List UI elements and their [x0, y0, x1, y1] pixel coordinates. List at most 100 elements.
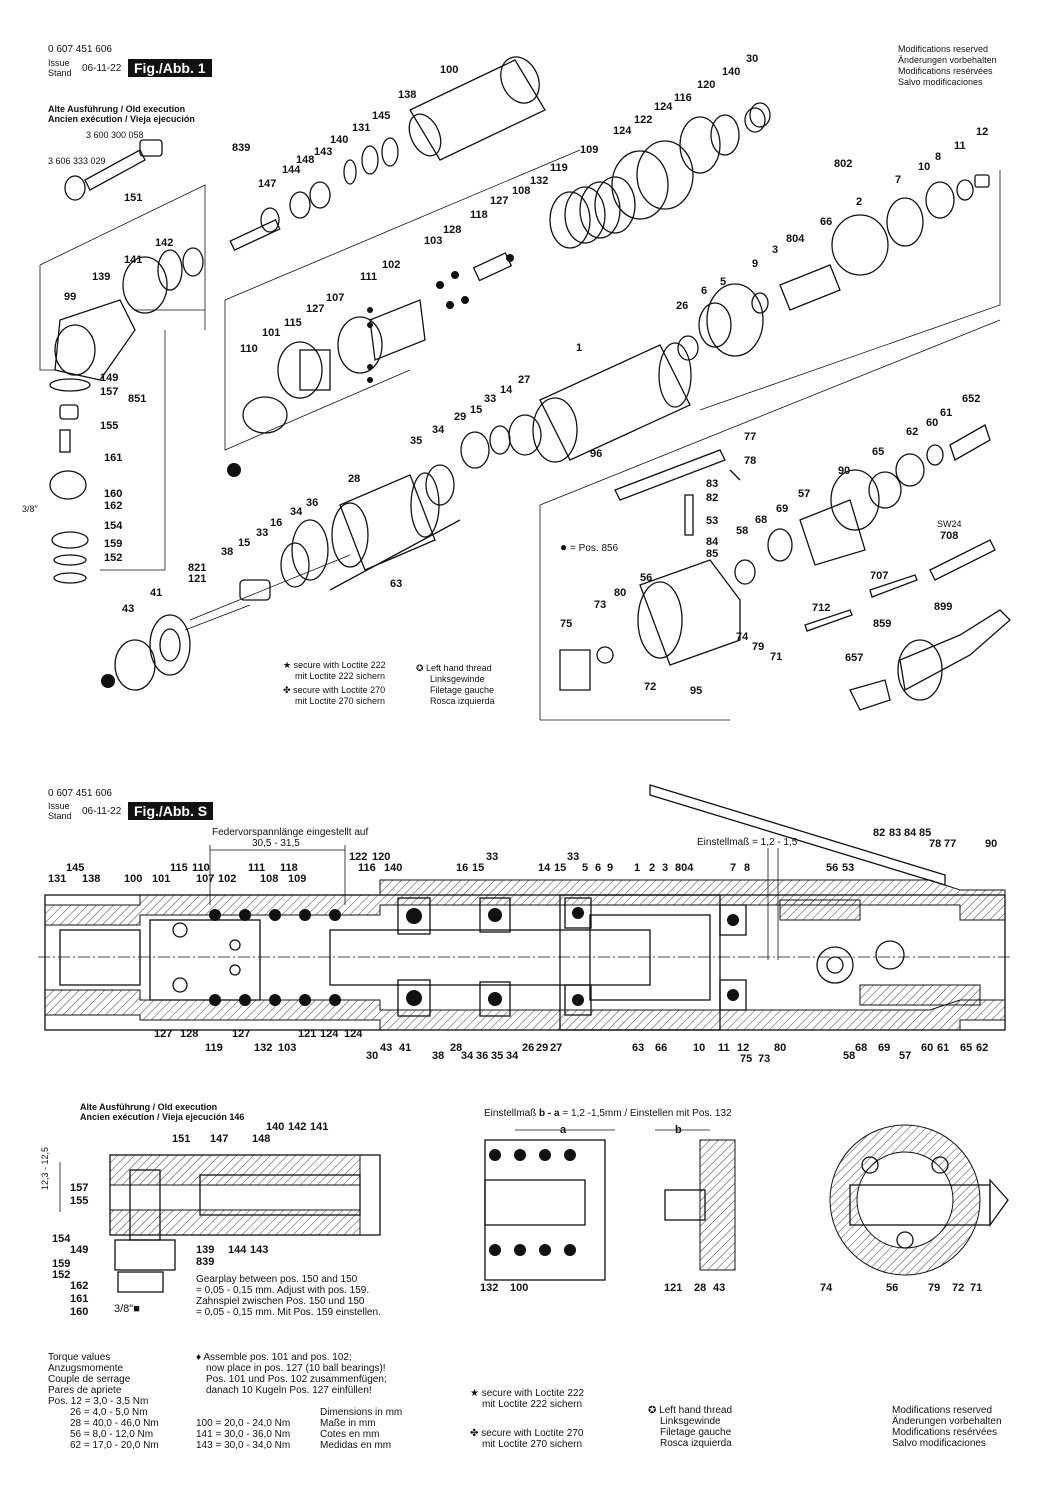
part-label: 116 — [674, 92, 692, 104]
detail-old-exec-title: Alte Ausführung / Old execution — [80, 1102, 218, 1112]
part-label: 11 — [954, 140, 966, 152]
section-label: 122 — [349, 851, 368, 863]
part-label: 145 — [372, 110, 391, 122]
torque-row2-2: 141 = 30,0 - 36,0 Nm — [196, 1429, 291, 1440]
issue-date-2: 06-11-22 — [82, 806, 122, 817]
dim-vertical: 12,3 - 12,5 — [40, 1146, 50, 1190]
part-label: 72 — [644, 681, 657, 693]
part-label: 7 — [895, 174, 902, 186]
part-100-housing — [408, 56, 546, 161]
assemble-2: now place in pos. 127 (10 ball bearings)… — [206, 1363, 386, 1374]
part-label: 34 — [290, 506, 303, 518]
left-thread-b3: Filetage gauche — [660, 1427, 732, 1438]
detail-drive-size: 3/8"■ — [114, 1303, 140, 1315]
part-label: 157 — [100, 386, 119, 398]
part-label: 74 — [736, 631, 749, 643]
part-label: 144 — [282, 164, 301, 176]
section-label: 43 — [380, 1042, 393, 1054]
gearplay-3: Zahnspiel zwischen Pos. 150 und 150 — [196, 1296, 365, 1307]
detail-label: 144 — [228, 1244, 247, 1256]
detail-angle-head — [59, 1154, 381, 1293]
left-thread-3: Filetage gauche — [430, 685, 495, 695]
mod-b-3: Modifications resérvées — [892, 1427, 998, 1438]
part-label: 149 — [100, 372, 119, 384]
part-label: 16 — [270, 517, 283, 529]
section-label: 34 — [461, 1050, 474, 1062]
section-label: 35 — [491, 1050, 504, 1062]
section-label: 56 — [826, 862, 839, 874]
part-label: 143 — [314, 146, 333, 158]
section-label: 6 — [595, 862, 602, 874]
detail-label: 143 — [250, 1244, 269, 1256]
loctite-270-de-2: mit Loctite 270 sichern — [482, 1439, 583, 1450]
figure-tag: Fig./Abb. 1 — [128, 59, 212, 77]
part-label: 83 — [706, 478, 719, 490]
section-label: 124 — [320, 1028, 339, 1040]
part-label: 154 — [104, 520, 123, 532]
mod-line-1: Modifications reserved — [898, 44, 989, 54]
mod-b-4: Salvo modificaciones — [892, 1438, 986, 1449]
detail-label: 839 — [196, 1256, 215, 1268]
ba-title-post: = 1,2 -1,5mm / Einstellen mit Pos. 132 — [562, 1108, 732, 1119]
part-label: 107 — [326, 292, 345, 304]
detail-label: 142 — [288, 1121, 307, 1133]
part-label: 138 — [398, 89, 417, 101]
torque-title-3: Couple de serrage — [48, 1374, 131, 1385]
left-thread-b2: Linksgewinde — [660, 1416, 721, 1427]
mod-line-4: Salvo modificaciones — [898, 77, 983, 87]
detail-label: 100 — [510, 1282, 529, 1294]
section-label: 116 — [358, 862, 376, 874]
part-label: 712 — [812, 602, 831, 614]
part-label: 30 — [746, 53, 759, 65]
part-label: 127 — [490, 195, 509, 207]
detail-label: 160 — [70, 1306, 89, 1318]
detail-label: 154 — [52, 1233, 71, 1245]
mod-b-2: Änderungen vorbehalten — [892, 1416, 1002, 1427]
section-bearings — [397, 897, 747, 1017]
valve-group — [242, 252, 514, 434]
dims-2: Maße in mm — [320, 1418, 376, 1429]
loctite-270-en-2: ✤ secure with Loctite 270 — [470, 1428, 584, 1439]
part-label: 151 — [124, 192, 143, 204]
section-label: 26 — [522, 1042, 535, 1054]
section-label: 78 — [929, 838, 942, 850]
bearing-41 — [114, 604, 251, 691]
spring-title: Federvorspannlänge eingestellt auf — [212, 827, 369, 838]
part-label: 141 — [124, 254, 143, 266]
legend-dot-text: = Pos. 856 — [570, 543, 619, 554]
part-label: 139 — [92, 271, 111, 283]
section-label: 131 — [48, 873, 67, 885]
left-thread-b4: Rosca izquierda — [660, 1438, 732, 1449]
section-label: 127 — [154, 1028, 173, 1040]
dims-1: Dimensions in mm — [320, 1407, 403, 1418]
part-label: 84 — [706, 536, 719, 548]
section-label: 77 — [944, 838, 957, 850]
part-label: 78 — [744, 455, 757, 467]
torque-row2-1: 100 = 20,0 - 24,0 Nm — [196, 1418, 291, 1429]
loctite-222-de-2: mit Loctite 222 sichern — [482, 1399, 583, 1410]
section-label: 140 — [384, 862, 403, 874]
old-exec-part-2: 3 606 333 029 — [48, 156, 106, 166]
part-label: 100 — [440, 64, 459, 76]
part-label: 124 — [654, 101, 673, 113]
torque-row-4: 56 = 8,0 - 12,0 Nm — [70, 1429, 154, 1440]
detail-valve — [829, 1124, 1009, 1276]
mod-line-2: Änderungen vorbehalten — [898, 55, 997, 65]
section-label: 69 — [878, 1042, 891, 1054]
section-label: 36 — [476, 1050, 489, 1062]
einstell-label: Einstellmaß = 1,2 - 1,5 — [697, 837, 798, 848]
part-label: 68 — [755, 514, 768, 526]
part-label: 6 — [701, 285, 708, 297]
detail-label: 159 — [52, 1258, 71, 1270]
part-label: 108 — [512, 185, 531, 197]
mod-line-3: Modifications resérvées — [898, 66, 993, 76]
detail-label: 139 — [196, 1244, 215, 1256]
part-label: 162 — [104, 500, 123, 512]
part-label: 131 — [352, 122, 371, 134]
section-label: 28 — [450, 1042, 463, 1054]
part-label: 657 — [845, 652, 864, 664]
detail-drive-size-text: 3/8" — [114, 1303, 134, 1315]
part-label: 3 — [772, 244, 779, 256]
loctite-270-en: ✤ secure with Loctite 270 — [283, 685, 386, 695]
